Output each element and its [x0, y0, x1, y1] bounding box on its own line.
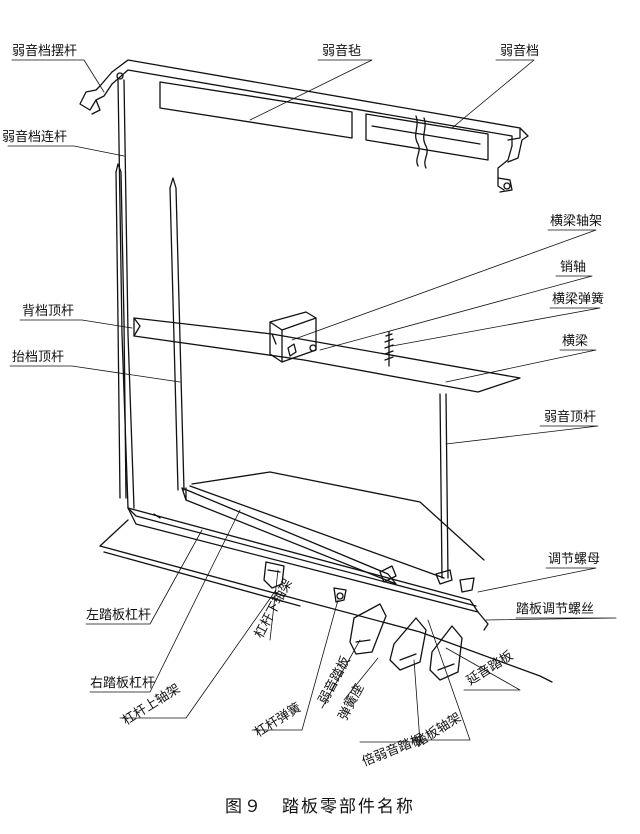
left-pedal-lever [127, 507, 479, 613]
adjusting-nuts [379, 565, 489, 631]
pedal-baseboard [99, 471, 553, 683]
leader-lines [7, 59, 617, 743]
crossbeam-bracket-box [269, 311, 317, 363]
label-pedal-adjusting-screw: 踏板调节螺丝 [516, 602, 595, 617]
label-adjusting-nut: 调节螺母 [548, 552, 601, 567]
back-rail-push-rod [115, 163, 127, 499]
crossbeam-spring [384, 331, 394, 367]
label-damper-connecting-rod: 弱音档连杆 [2, 130, 68, 145]
pin-shaft [309, 344, 317, 352]
right-pedal-lever [181, 485, 445, 585]
label-right-pedal-lever: 右踏板杠杆 [90, 676, 156, 691]
figure-caption: 图９ 踏板零部件名称 [225, 797, 415, 817]
label-crossbeam-spring: 横梁弹簧 [552, 292, 605, 307]
label-mute-push-rod: 弱音顶杆 [544, 410, 597, 425]
double-mute-pedal-shape [389, 617, 427, 671]
label-crossbeam: 横梁 [562, 334, 589, 349]
damper-felt-strip [159, 81, 489, 169]
label-left-pedal-lever: 左踏板杠杆 [86, 608, 152, 623]
sustain-pedal-shape [429, 625, 463, 681]
mute-push-rod [439, 393, 449, 579]
label-damper-felt: 弱音毡 [322, 44, 362, 59]
label-damper-swing-rod: 弱音档摆杆 [12, 44, 78, 59]
lift-rail-push-rod [169, 177, 185, 491]
damper-rail-frame [79, 59, 529, 193]
label-pin-shaft: 销轴 [560, 260, 587, 275]
lever-brackets [263, 561, 347, 603]
label-damper-rail: 弱音档 [500, 44, 540, 59]
crossbeam [133, 317, 521, 393]
label-back-rail-push-rod: 背档顶杆 [22, 304, 75, 319]
soft-pedal-shape [349, 603, 387, 655]
label-lift-rail-push-rod: 抬档顶杆 [12, 350, 65, 365]
label-crossbeam-bracket: 横梁轴架 [550, 214, 603, 229]
